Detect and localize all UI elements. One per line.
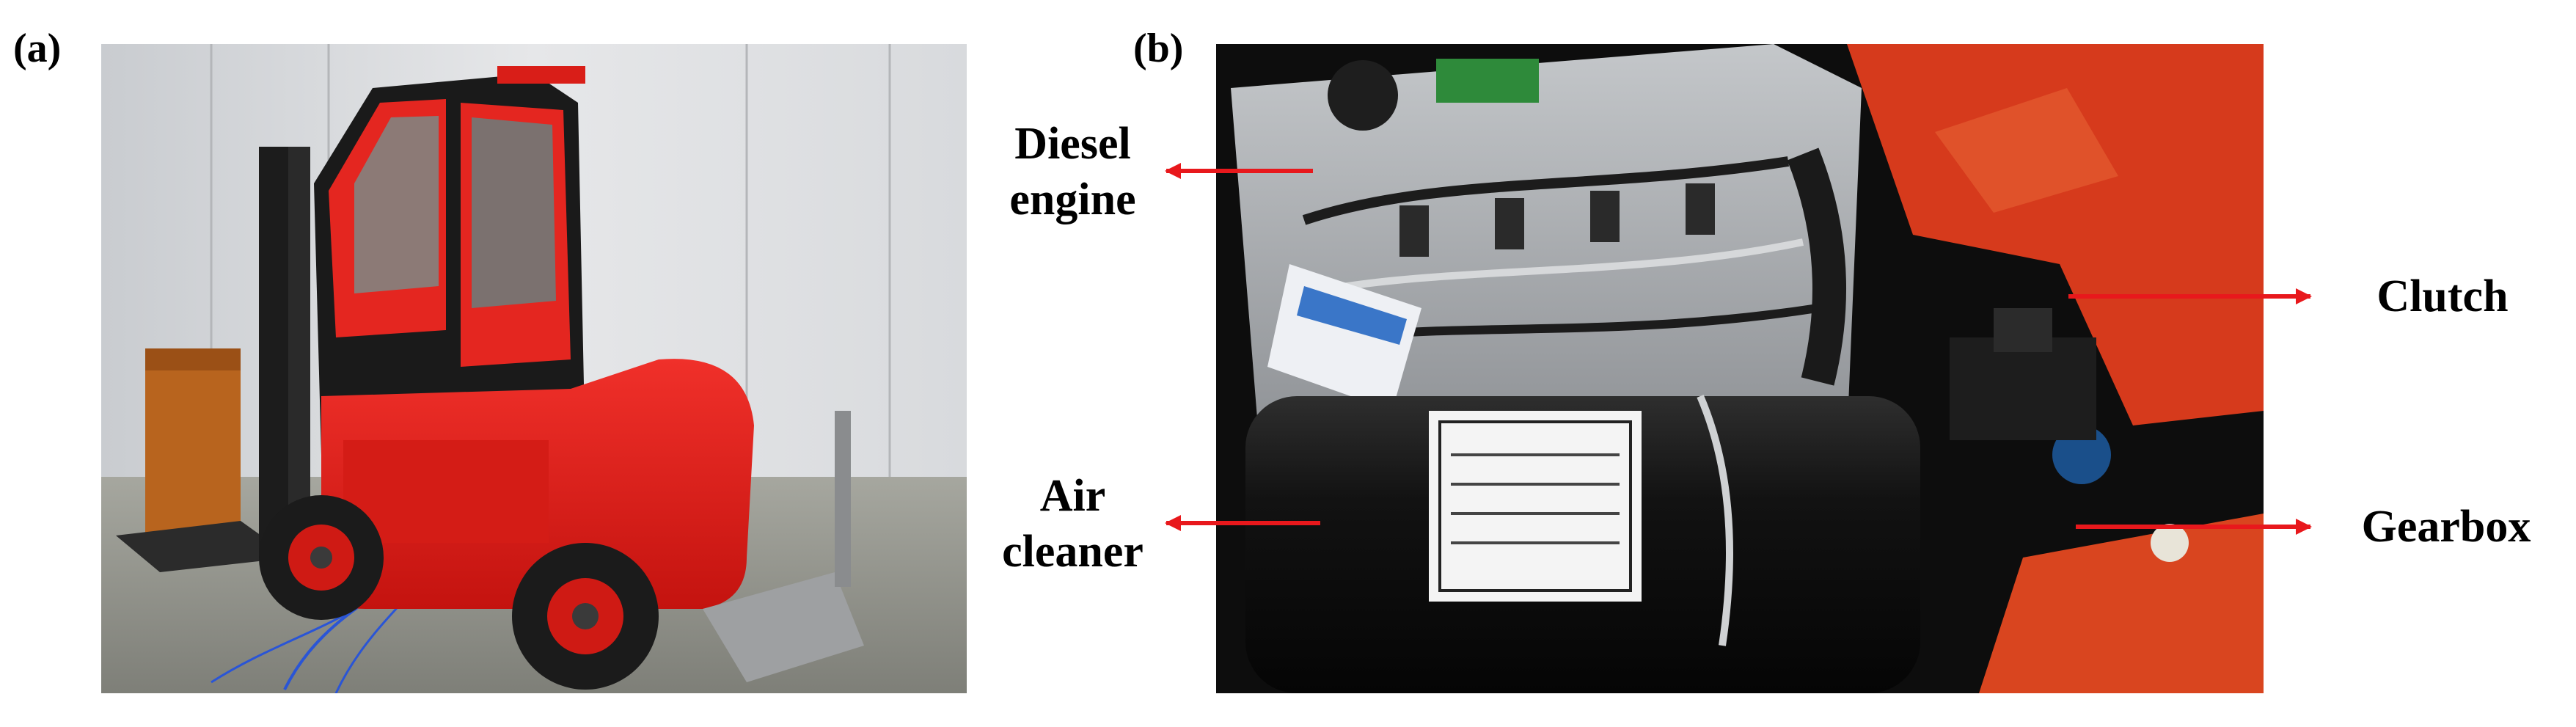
air-cleaner-label-line1: Air [1039, 471, 1106, 521]
engine-bay-illustration [1216, 44, 2264, 693]
diesel-engine-label: Diesel engine [987, 116, 1159, 227]
engine-bay-photo [1216, 44, 2264, 693]
gearbox-label: Gearbox [2361, 502, 2531, 552]
forklift-photo-illustration [101, 44, 967, 693]
air-cleaner-label: Air cleaner [987, 468, 1159, 580]
clutch-label: Clutch [2376, 271, 2509, 321]
panel-a-label: (a) [13, 26, 62, 71]
panel-b-label: (b) [1133, 26, 1184, 71]
diesel-engine-label-line2: engine [1009, 175, 1136, 224]
air-cleaner-label-line2: cleaner [1002, 527, 1144, 577]
diesel-engine-label-line1: Diesel [1014, 119, 1131, 169]
forklift-photo [101, 44, 967, 693]
